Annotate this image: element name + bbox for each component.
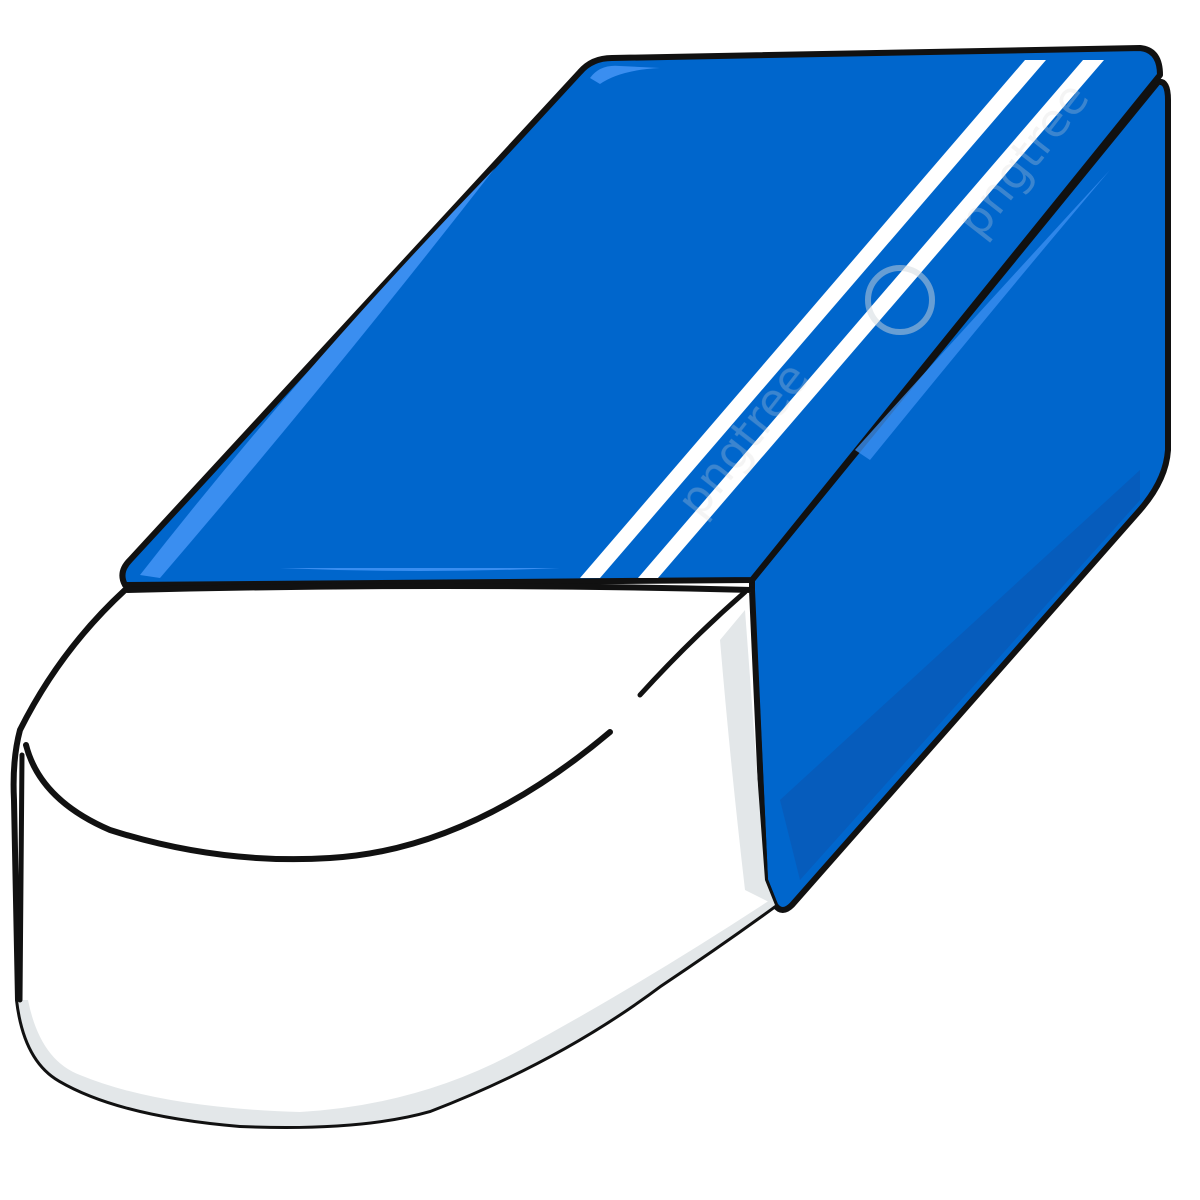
- rubber-side-shadow: [720, 610, 775, 905]
- sleeve-side-face: [749, 78, 1171, 913]
- rubber-top-curve: [23, 729, 613, 863]
- sleeve-highlight-bottom: [280, 568, 560, 571]
- sleeve-highlight-side: [855, 170, 1110, 460]
- sleeve-stripe-1: [580, 60, 1046, 578]
- sleeve-highlight-top: [590, 65, 660, 84]
- rubber-left-contour: [17, 752, 25, 1003]
- rubber-body: [10, 583, 778, 1129]
- rubber-edge-line: [637, 589, 748, 698]
- pngtree-logo-icon: [865, 265, 935, 335]
- sleeve-top-face: [119, 45, 1163, 588]
- sleeve-highlight-left: [140, 168, 495, 578]
- sleeve-side-shadow: [780, 470, 1140, 880]
